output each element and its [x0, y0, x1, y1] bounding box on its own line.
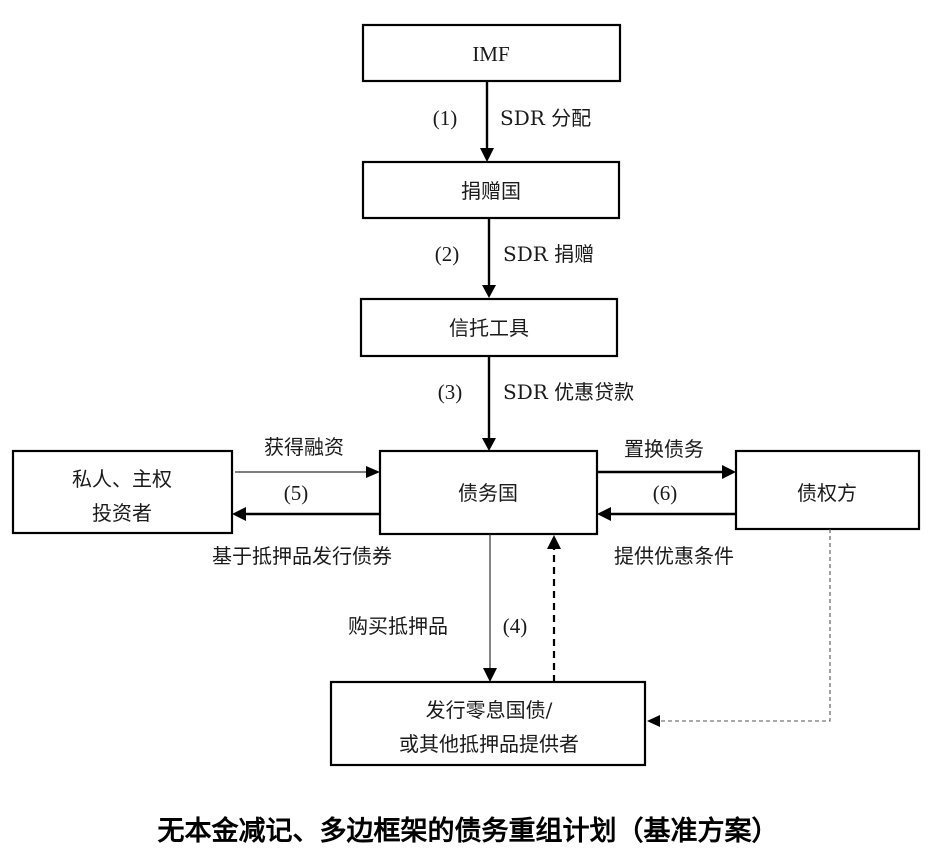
node-collateral-provider: 发行零息国债/ 或其他抵押品提供者	[329, 680, 647, 767]
node-trust-vehicle: 信托工具	[359, 297, 619, 358]
step3-number: (3)	[438, 380, 463, 404]
step4-number: (4)	[503, 614, 528, 638]
step1-number: (1)	[433, 106, 458, 130]
arrowhead-icon	[232, 507, 246, 521]
node-provider-line1: 发行零息国债/	[426, 698, 553, 722]
node-investors: 私人、主权 投资者	[11, 449, 234, 535]
step2-label: SDR 捐赠	[503, 242, 594, 266]
node-creditor: 债权方	[734, 449, 921, 531]
edge-trust-to-debtor: (3) SDR 优惠贷款	[438, 356, 634, 451]
node-trust-label: 信托工具	[449, 316, 529, 340]
arrowhead-icon	[722, 465, 736, 479]
node-imf-label: IMF	[472, 42, 509, 66]
arrowhead-icon	[483, 668, 497, 682]
step3-label: SDR 优惠贷款	[503, 380, 634, 404]
arrowhead-icon	[597, 507, 611, 521]
arrowhead-icon	[480, 148, 494, 162]
step6-number: (6)	[653, 481, 678, 505]
edge-debtor-to-provider: 购买抵押品 (4)	[348, 534, 527, 682]
step6-top-label: 置换债务	[624, 437, 704, 461]
step5-bottom-label: 基于抵押品发行债券	[212, 544, 392, 568]
edge-donor-to-trust: (2) SDR 捐赠	[435, 218, 594, 298]
node-donor: 捐赠国	[361, 160, 621, 220]
node-investors-line2: 投资者	[92, 501, 152, 525]
arrowhead-icon	[482, 438, 496, 451]
step1-label: SDR 分配	[500, 106, 591, 130]
node-investors-line1: 私人、主权	[72, 467, 172, 491]
edge-debtor-creditor: 置换债务 (6) 提供优惠条件	[597, 437, 736, 568]
edge-provider-to-debtor-dashed	[547, 535, 561, 682]
node-provider-line2: 或其他抵押品提供者	[399, 732, 579, 756]
node-imf: IMF	[361, 23, 622, 83]
diagram-title: 无本金减记、多边框架的债务重组计划（基准方案）	[158, 815, 779, 847]
edge-creditor-to-provider-dashed	[647, 529, 831, 727]
edge-imf-to-donor: (1) SDR 分配	[433, 81, 591, 162]
edge-investors-debtor: 获得融资 (5) 基于抵押品发行债券	[212, 435, 392, 568]
arrowhead-icon	[366, 466, 380, 478]
step5-number: (5)	[284, 481, 309, 505]
step2-number: (2)	[435, 242, 460, 266]
node-creditor-label: 债权方	[797, 481, 857, 505]
node-donor-label: 捐赠国	[461, 179, 521, 203]
node-debtor: 债务国	[378, 449, 599, 536]
arrowhead-icon	[547, 535, 561, 549]
node-debtor-label: 债务国	[458, 481, 518, 505]
step6-bottom-label: 提供优惠条件	[614, 544, 734, 568]
step4-label: 购买抵押品	[348, 614, 448, 638]
step5-top-label: 获得融资	[264, 435, 344, 459]
arrowhead-icon	[482, 285, 496, 298]
arrowhead-icon	[647, 715, 660, 727]
